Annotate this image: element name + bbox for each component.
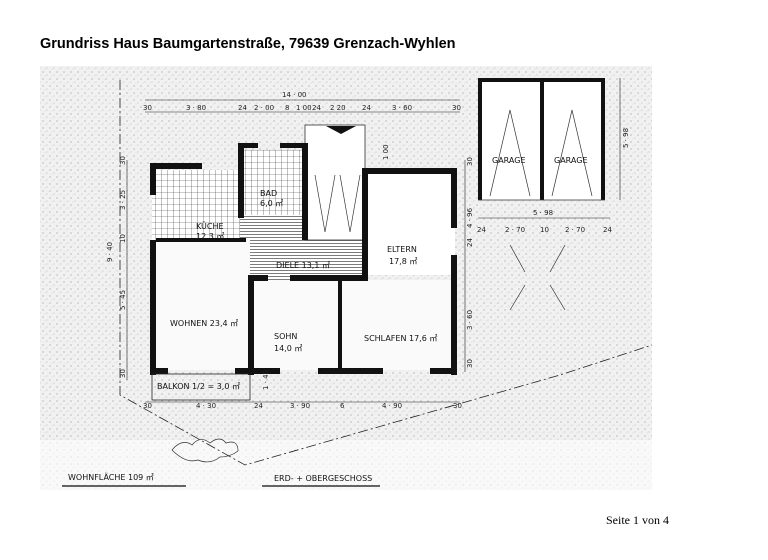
dim-balcony-depth: 1 · 40 — [262, 370, 270, 390]
room-diele: DIELE 13,1 ㎡ — [276, 261, 330, 270]
entrance-arrow — [326, 126, 356, 134]
svg-text:4 · 30: 4 · 30 — [196, 402, 216, 410]
svg-text:30: 30 — [119, 369, 127, 378]
svg-text:6: 6 — [340, 402, 345, 410]
room-wohnen: WOHNEN 23,4 ㎡ — [170, 319, 238, 328]
svg-text:30: 30 — [143, 402, 152, 410]
room-sohn-name: SOHN — [274, 332, 297, 341]
svg-text:30: 30 — [466, 359, 474, 368]
svg-text:24: 24 — [238, 104, 247, 112]
room-garage-right: GARAGE — [554, 156, 588, 165]
room-schlafen: SCHLAFEN 17,6 ㎡ — [364, 334, 437, 343]
geschoss-label: ERD- + OBERGESCHOSS — [274, 474, 372, 483]
svg-text:4 · 90: 4 · 90 — [382, 402, 402, 410]
dimension-lines — [126, 78, 621, 403]
svg-text:30: 30 — [143, 104, 152, 112]
svg-text:30: 30 — [466, 157, 474, 166]
svg-text:30: 30 — [119, 156, 127, 165]
svg-text:24: 24 — [312, 104, 321, 112]
dim-stair: 1 00 — [382, 144, 390, 160]
svg-text:3 · 90: 3 · 90 — [290, 402, 310, 410]
dims-right: 30 4 · 96 24 3 · 60 30 — [466, 157, 474, 368]
wohnflaeche-label: WOHNFLÄCHE 109 ㎡ — [68, 472, 154, 482]
svg-text:2 · 70: 2 · 70 — [505, 226, 525, 234]
room-kueche-name: KÜCHE — [196, 221, 224, 231]
dims-left: 30 3 · 25 10 9 · 40 5 · 45 30 — [106, 156, 127, 378]
document-title: Grundriss Haus Baumgartenstraße, 79639 G… — [40, 36, 456, 52]
svg-text:10: 10 — [119, 234, 127, 243]
walls — [150, 143, 457, 375]
svg-text:3 · 60: 3 · 60 — [466, 310, 474, 330]
svg-text:4 · 96: 4 · 96 — [466, 207, 474, 228]
dim-garage-width: 5 · 98 — [533, 209, 553, 217]
svg-text:30: 30 — [453, 402, 462, 410]
garage — [478, 78, 605, 201]
svg-text:2 · 00: 2 · 00 — [254, 104, 274, 112]
svg-text:9 · 40: 9 · 40 — [106, 242, 114, 262]
svg-text:30: 30 — [452, 104, 461, 112]
property-line — [119, 80, 653, 466]
svg-text:1 00: 1 00 — [296, 104, 312, 112]
svg-text:5 · 45: 5 · 45 — [119, 290, 127, 310]
room-kueche-area: 12,3 ㎡ — [196, 232, 224, 241]
svg-text:10: 10 — [540, 226, 549, 234]
room-eltern-area: 17,8 ㎡ — [389, 257, 417, 266]
room-eltern-name: ELTERN — [387, 245, 417, 254]
room-sohn-area: 14,0 ㎡ — [274, 344, 302, 353]
svg-text:3 · 60: 3 · 60 — [392, 104, 412, 112]
room-garage-left: GARAGE — [492, 156, 526, 165]
svg-text:24: 24 — [254, 402, 263, 410]
room-bad-area: 6,0 ㎡ — [260, 199, 283, 208]
room-bad-name: BAD — [260, 189, 277, 198]
svg-text:8: 8 — [285, 104, 289, 112]
dims-top: 30 3 · 80 24 2 · 00 8 1 00 24 2 20 24 3 … — [143, 104, 461, 112]
svg-text:3 · 25: 3 · 25 — [119, 190, 127, 210]
shrub-outline — [171, 438, 239, 463]
page-number: Seite 1 von 4 — [606, 513, 669, 527]
driveway-slope — [509, 244, 566, 311]
svg-text:24: 24 — [362, 104, 371, 112]
dim-garage-depth: 5 · 98 — [622, 128, 630, 148]
room-balkon: BALKON 1/2 = 3,0 ㎡ — [157, 382, 240, 391]
svg-text:24: 24 — [477, 226, 486, 234]
dims-bottom: 30 4 · 30 24 3 · 90 6 4 · 90 30 — [143, 402, 462, 410]
dim-top-total: 14 · 00 — [282, 91, 307, 99]
svg-text:24: 24 — [466, 238, 474, 247]
dims-garage-bottom: 24 2 · 70 10 2 · 70 24 — [477, 226, 612, 234]
svg-text:2 20: 2 20 — [330, 104, 346, 112]
svg-text:3 · 80: 3 · 80 — [186, 104, 206, 112]
room-gard: GARD — [301, 215, 310, 238]
svg-text:24: 24 — [603, 226, 612, 234]
svg-text:2 · 70: 2 · 70 — [565, 226, 585, 234]
